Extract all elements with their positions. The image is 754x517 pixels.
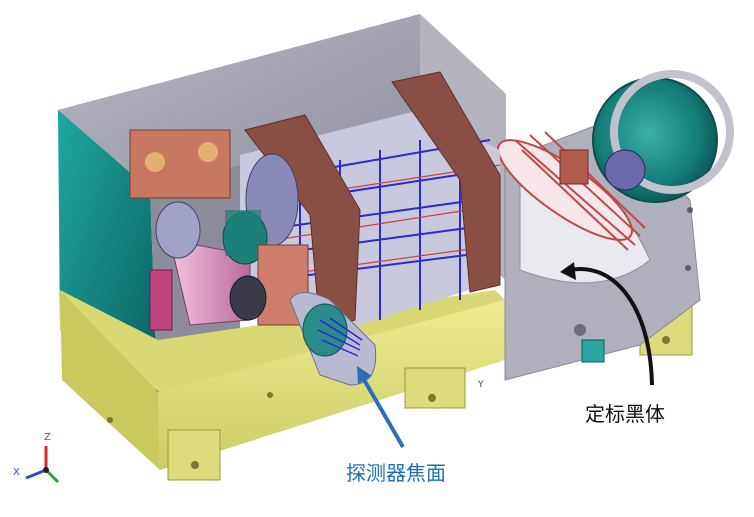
blackbody-assembly	[497, 70, 734, 381]
yellow-base-frame	[60, 290, 693, 481]
base-top-face	[60, 290, 505, 392]
flange-left	[244, 114, 361, 331]
axis-z-label: Z	[44, 432, 51, 443]
blackbody-hub	[604, 149, 646, 191]
base-foot-2	[404, 367, 466, 409]
blackbody-callout-arrow	[560, 262, 654, 386]
axis-x-label: X	[13, 467, 20, 478]
blackbody-disk-rim	[610, 70, 734, 194]
mount-hole	[685, 265, 691, 271]
detector-focal-plane	[289, 292, 377, 386]
mount-hole	[662, 336, 670, 344]
flange-right	[391, 71, 501, 293]
gear-box	[225, 210, 261, 256]
electronics-disc	[198, 142, 218, 162]
electronics-plate	[129, 129, 231, 199]
mount-hole	[428, 394, 436, 402]
detector-focal-plane-label: 探测器焦面	[346, 461, 446, 485]
detector-callout-arrow	[357, 366, 405, 449]
blackbody-bracket	[559, 149, 589, 185]
base-left-face	[60, 290, 160, 470]
left-mount-block	[149, 269, 173, 331]
port-hole	[574, 324, 586, 336]
mount-hole	[687, 207, 693, 213]
motor-disc	[229, 275, 267, 321]
emitter-rings	[514, 131, 646, 251]
connector-block	[581, 339, 605, 363]
base-front-face	[158, 300, 505, 470]
lens-mount	[155, 201, 201, 259]
base-foot-1	[167, 429, 221, 481]
xyz-axis-triad-icon	[25, 446, 60, 484]
relay-optics	[129, 129, 309, 331]
mount-hole	[107, 417, 113, 423]
axis-y-label: Y	[478, 380, 484, 390]
mount-hole	[191, 461, 199, 469]
calibration-blackbody-label: 定标黑体	[585, 402, 665, 426]
focal-plane-rays	[317, 317, 363, 357]
mount-hole	[267, 392, 273, 398]
electronics-disc	[145, 152, 165, 172]
